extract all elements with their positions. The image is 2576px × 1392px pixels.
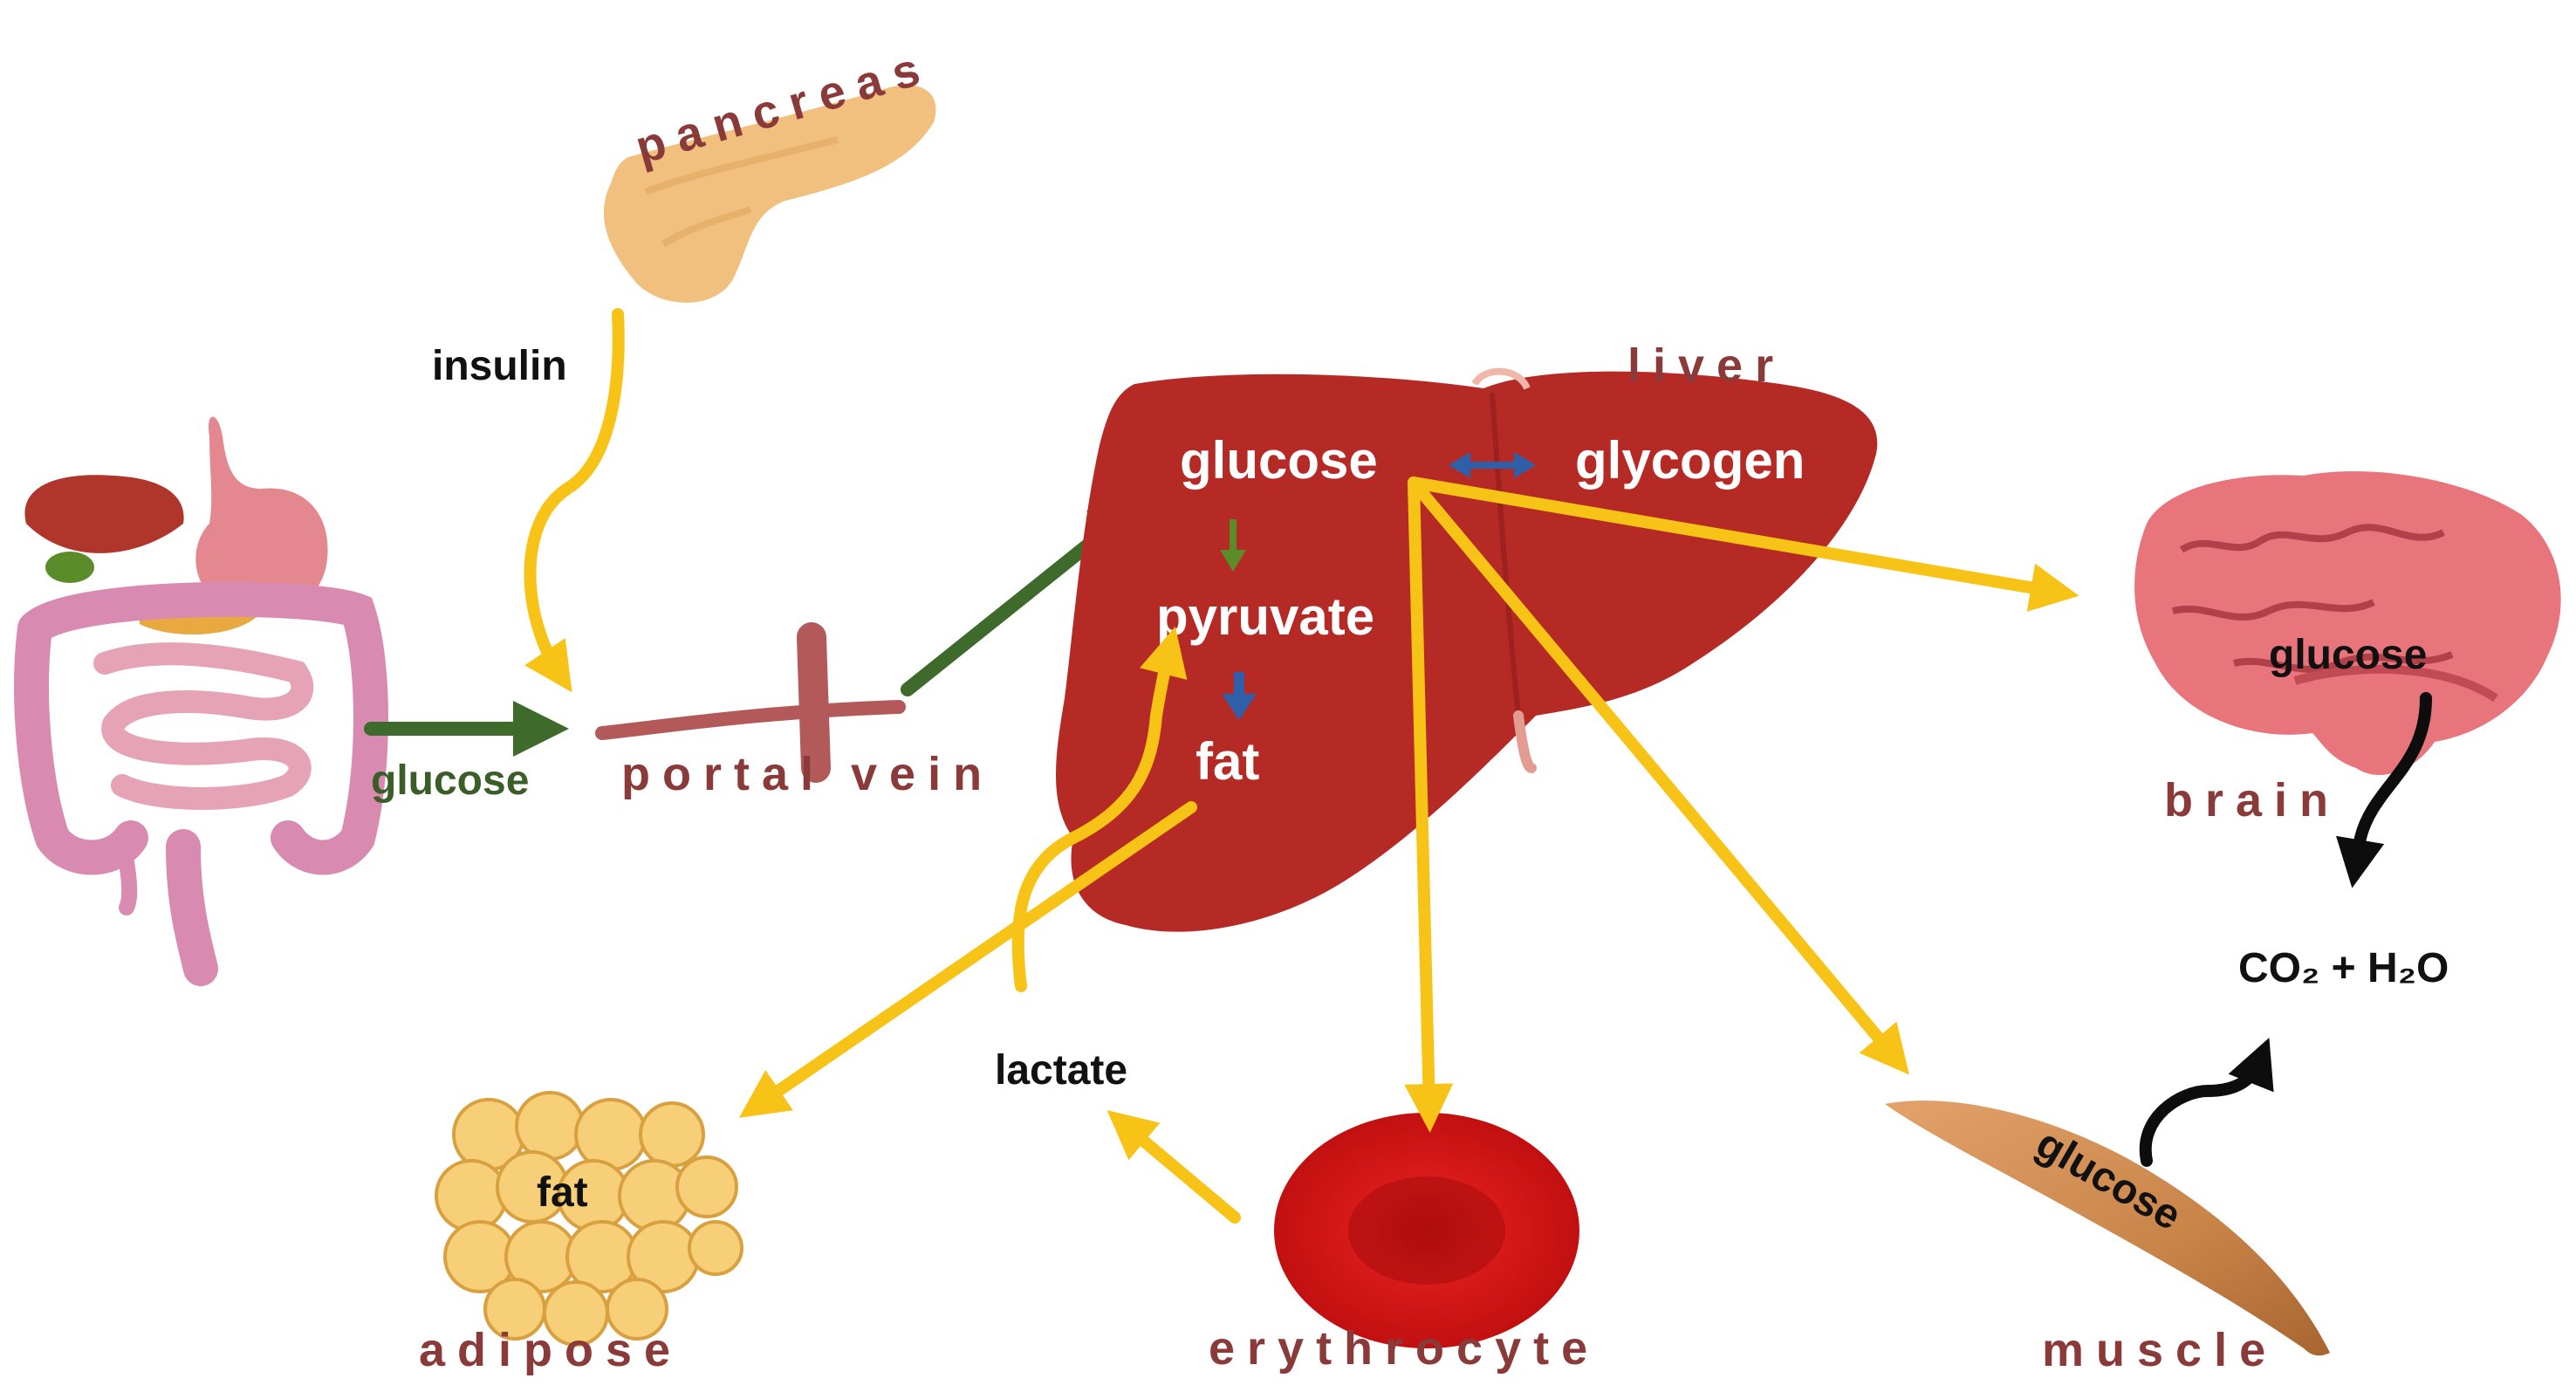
erythrocyte-to-lactate-arrow: [1106, 1109, 1241, 1224]
brain-illustration: [2134, 471, 2561, 776]
erythrocyte-illustration: [1274, 1113, 1579, 1348]
glucose-glycogen-double-arrow: [1449, 452, 1536, 478]
pyruvate-to-fat-arrow: [1222, 672, 1257, 720]
liver-illustration: [1056, 367, 1878, 932]
brain-label: brain: [2164, 774, 2340, 826]
portal-vein-label: portal vein: [621, 748, 994, 800]
pancreas-illustration: [603, 85, 936, 303]
liver-fat-to-adipose-arrow: [738, 801, 1197, 1118]
lactate-to-pyruvate-arrow: [1011, 626, 1188, 992]
brain-oxidation-arrow: [2335, 692, 2432, 888]
brain-glucose-label: glucose: [2269, 632, 2427, 678]
lactate-label: lactate: [995, 1047, 1127, 1094]
erythrocyte-label: erythrocyte: [1209, 1322, 1600, 1375]
adipose-illustration: [435, 1091, 743, 1347]
liver-pyruvate-label: pyruvate: [1156, 587, 1374, 646]
muscle-illustration: [1885, 1101, 2330, 1356]
insulin-arrow: [524, 308, 625, 693]
liver-label: liver: [1627, 339, 1785, 392]
liver-glucose-label: glucose: [1180, 431, 1378, 490]
liver-to-erythrocyte-arrow: [1404, 477, 1454, 1133]
muscle-oxidation-arrow: [2139, 1038, 2274, 1167]
muscle-label: muscle: [2042, 1324, 2278, 1376]
liver-to-brain-arrow: [1408, 477, 2079, 612]
intestine-glucose-label: glucose: [371, 758, 529, 804]
portal-vein-illustration: [595, 622, 906, 783]
co2-h2o-label: CO₂ + H₂O: [2238, 945, 2449, 991]
intestines-illustration: [14, 416, 388, 986]
liver-glycogen-label: glycogen: [1575, 431, 1805, 490]
liver-to-muscle-arrow: [1408, 477, 1909, 1075]
adipose-fat-label: fat: [537, 1169, 588, 1216]
glucose-to-pyruvate-arrow: [1220, 519, 1246, 572]
insulin-label: insulin: [432, 343, 567, 389]
liver-fat-label: fat: [1196, 732, 1259, 791]
adipose-label: adipose: [419, 1324, 682, 1376]
